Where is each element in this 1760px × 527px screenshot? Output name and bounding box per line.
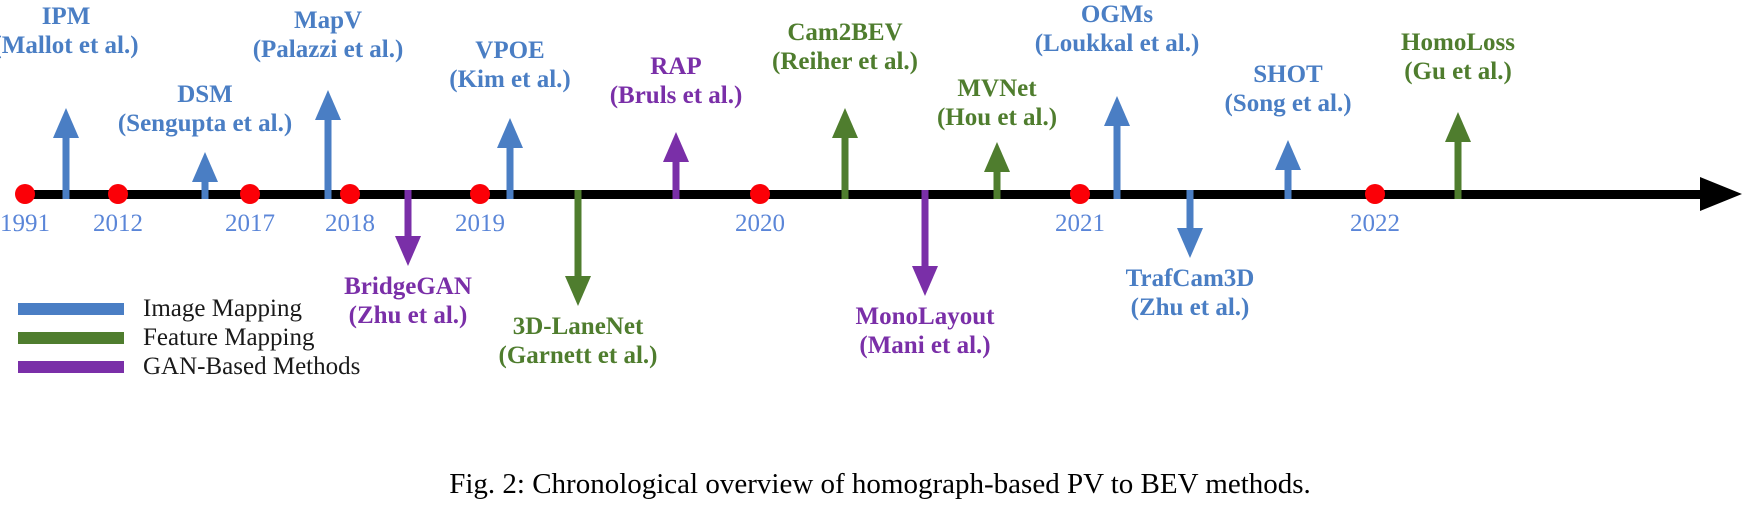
arrow-up-icon [1275,140,1301,170]
event-arrow-stem [1186,190,1194,228]
event-method-name: DSM [177,81,233,108]
event-authors: (Gu et al.) [1404,58,1512,85]
event-arrow-stem [506,148,514,199]
event-method-name: OGMs [1080,1,1154,28]
event-method-name: IPM [41,3,91,30]
timeline-year-label: 2022 [1350,210,1400,237]
timeline-year-label: 2021 [1055,210,1105,237]
legend-item[interactable]: Feature Mapping [18,323,360,352]
event-label: Cam2BEV(Reiher et al.) [772,18,918,76]
event-label: IPM(Mallot et al.) [0,2,139,60]
arrow-down-icon [912,266,938,296]
event-authors: (Song et al.) [1224,90,1352,117]
event-method-name: BridgeGAN [344,273,472,300]
arrow-up-icon [984,142,1010,172]
event-label: DSM(Sengupta et al.) [118,80,292,138]
event-label: TrafCam3D(Zhu et al.) [1126,264,1255,322]
legend-label: Feature Mapping [143,323,315,351]
arrow-down-icon [1177,228,1203,258]
event-authors: (Hou et al.) [936,104,1058,131]
event-arrow-stem [841,138,849,199]
legend-color-swatch [18,302,124,315]
event-label: VPOE(Kim et al.) [449,36,570,94]
legend-color-swatch [18,360,124,373]
event-method-name: 3D-LaneNet [512,313,644,340]
timeline-year-dot [108,184,128,204]
timeline-axis [20,190,1710,199]
event-label: 3D-LaneNet(Garnett et al.) [499,312,658,370]
event-method-name: TrafCam3D [1125,265,1255,292]
event-method-name: VPOE [475,37,545,64]
arrow-up-icon [315,90,341,120]
timeline-year-label: 2012 [93,210,143,237]
event-arrow-stem [993,172,1001,199]
event-arrow-stem [574,190,582,276]
event-arrow-stem [1113,126,1121,199]
event-authors: (Zhu et al.) [1130,294,1250,321]
event-arrow-stem [1284,170,1292,199]
event-method-name: MapV [293,7,363,34]
event-authors: (Mallot et al.) [0,32,139,59]
arrow-down-icon [565,276,591,306]
timeline-year-dot [240,184,260,204]
event-arrow-stem [1454,142,1462,199]
arrow-down-icon [395,236,421,266]
event-authors: (Sengupta et al.) [117,110,293,137]
legend-item[interactable]: GAN-Based Methods [18,352,360,381]
arrow-up-icon [663,132,689,162]
event-arrow-stem [62,138,70,199]
timeline-year-dot [470,184,490,204]
event-authors: (Kim et al.) [449,66,571,93]
event-method-name: HomoLoss [1401,29,1515,56]
event-authors: (Zhu et al.) [348,302,468,329]
event-arrow-stem [201,182,209,199]
event-arrow-stem [921,190,929,266]
event-authors: (Loukkal et al.) [1034,30,1200,57]
timeline-year-dot [1365,184,1385,204]
event-label: MonoLayout(Mani et al.) [856,302,995,360]
arrow-up-icon [832,108,858,138]
event-method-name: Cam2BEV [787,19,903,46]
event-arrow-stem [672,162,680,199]
event-method-name: RAP [650,53,702,80]
event-label: BridgeGAN(Zhu et al.) [344,272,472,330]
timeline-year-label: 2019 [455,210,505,237]
event-label: MVNet(Hou et al.) [937,74,1057,132]
event-label: HomoLoss(Gu et al.) [1401,28,1515,86]
event-method-name: SHOT [1253,61,1323,88]
timeline-year-label: 2017 [225,210,275,237]
arrow-up-icon [1104,96,1130,126]
timeline-year-dot [15,184,35,204]
event-arrow-stem [324,120,332,199]
legend-color-swatch [18,331,124,344]
event-method-name: MVNet [957,75,1037,102]
arrow-up-icon [1445,112,1471,142]
event-authors: (Mani et al.) [859,332,991,359]
timeline-year-label: 2020 [735,210,785,237]
event-authors: (Garnett et al.) [498,342,658,369]
legend-label: Image Mapping [143,294,302,322]
event-authors: (Reiher et al.) [771,48,919,75]
event-method-name: MonoLayout [855,303,995,330]
arrow-up-icon [497,118,523,148]
timeline-arrow-head-icon [1700,177,1742,211]
arrow-up-icon [192,152,218,182]
event-label: RAP(Bruls et al.) [610,52,743,110]
timeline-year-label: 2018 [325,210,375,237]
timeline-year-label: 1991 [0,210,50,237]
event-label: SHOT(Song et al.) [1224,60,1351,118]
arrow-up-icon [53,108,79,138]
timeline-year-dot [1070,184,1090,204]
timeline-year-dot [340,184,360,204]
event-arrow-stem [404,190,412,236]
legend-item[interactable]: Image Mapping [18,294,360,323]
figure-caption: Fig. 2: Chronological overview of homogr… [449,468,1311,500]
legend-label: GAN-Based Methods [143,352,361,380]
event-label: MapV(Palazzi et al.) [253,6,404,64]
event-authors: (Bruls et al.) [609,82,743,109]
event-authors: (Palazzi et al.) [252,36,404,63]
timeline-year-dot [750,184,770,204]
event-label: OGMs(Loukkal et al.) [1035,0,1200,58]
